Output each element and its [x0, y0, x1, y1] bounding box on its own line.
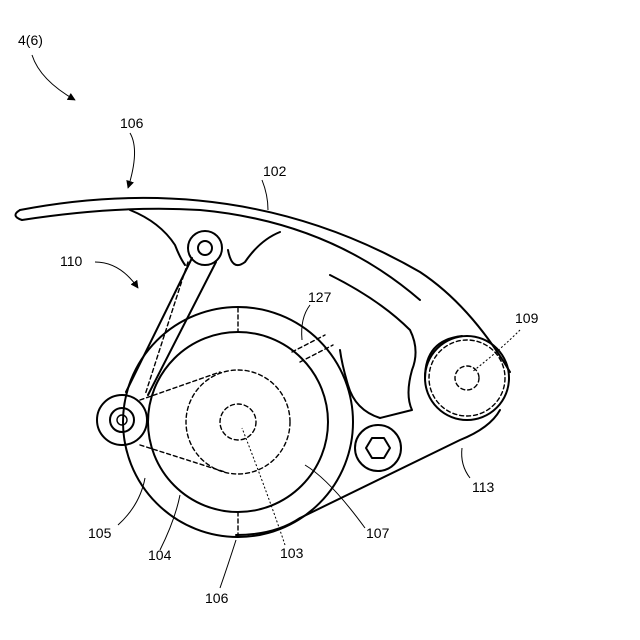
ref-102: 102	[263, 163, 287, 179]
body-inner-contour	[330, 275, 416, 418]
leader-107	[305, 465, 365, 528]
ref-109: 109	[515, 310, 539, 326]
ref-107: 107	[366, 525, 390, 541]
left-hub-outer	[97, 395, 147, 445]
ref-106-top: 106	[120, 115, 144, 131]
large-wheel-inner	[148, 332, 328, 512]
upper-pivot-outer	[188, 231, 222, 265]
ref-127: 127	[308, 289, 332, 305]
ref-113: 113	[472, 479, 495, 495]
body-lower-edge	[236, 410, 500, 535]
body-upper-notch	[228, 232, 280, 265]
arrow-110	[95, 262, 138, 288]
ref-110: 110	[60, 253, 83, 269]
figure-ref-label: 4(6)	[18, 32, 43, 48]
leader-103	[242, 428, 285, 545]
axle-dashed-circle	[220, 404, 256, 440]
leader-104	[160, 495, 180, 550]
leader-113	[462, 448, 470, 478]
ref-104: 104	[148, 547, 172, 563]
arrow-4-6	[32, 55, 75, 100]
ref-105: 105	[88, 525, 112, 541]
left-hub-ring	[110, 408, 134, 432]
ref-103: 103	[280, 545, 304, 561]
hex-socket	[366, 438, 390, 458]
ref-106-bottom: 106	[205, 590, 229, 606]
bolt-head	[355, 425, 401, 471]
body-outline	[130, 210, 185, 265]
leader-102	[262, 180, 268, 210]
right-roller-outer	[425, 336, 509, 420]
leader-127	[302, 305, 310, 340]
wheel-slot-127-b	[300, 345, 333, 362]
arrow-106-top	[128, 133, 135, 188]
large-wheel-outer	[123, 307, 353, 537]
blade-tip	[15, 210, 22, 220]
hub-dashed-circle	[186, 370, 290, 474]
left-hub-pin	[117, 415, 127, 425]
upper-pivot-hole	[198, 241, 212, 255]
right-roller-dashed	[429, 340, 505, 416]
wheel-slot-127-a	[292, 335, 325, 352]
right-roller-axle	[455, 366, 479, 390]
leader-106-bottom	[220, 540, 236, 588]
